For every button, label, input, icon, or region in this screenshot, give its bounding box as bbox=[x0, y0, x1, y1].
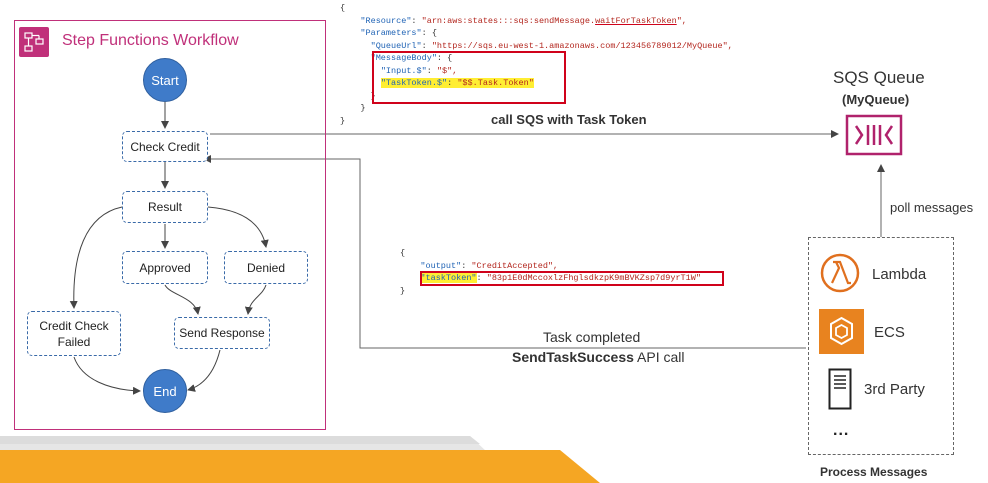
edge-result-failed bbox=[69, 206, 123, 309]
sqs-subtitle: (MyQueue) bbox=[842, 92, 910, 107]
credit-check-failed-line1: Credit Check bbox=[39, 318, 109, 333]
footer-band bbox=[0, 436, 600, 483]
edge-result-denied bbox=[207, 206, 269, 248]
third-party-server-icon bbox=[828, 368, 852, 410]
ecs-label: ECS bbox=[874, 324, 905, 341]
step-functions-icon bbox=[19, 27, 49, 57]
result-node: Result bbox=[122, 191, 208, 223]
message-body-highlight bbox=[372, 51, 566, 104]
start-node: Start bbox=[143, 58, 187, 102]
edge-failed-end bbox=[73, 356, 141, 395]
code-block-top: { "Resource": "arn:aws:states:::sqs:send… bbox=[340, 3, 733, 126]
process-messages-label: Process Messages bbox=[820, 465, 928, 479]
code-block-bottom: { "output": "CreditAccepted", "taskToken… bbox=[400, 248, 701, 296]
denied-node: Denied bbox=[224, 251, 308, 284]
check-credit-node: Check Credit bbox=[122, 131, 208, 162]
task-completed-label: Task completed bbox=[543, 329, 641, 345]
edge-approved-send bbox=[164, 284, 201, 315]
send-response-node: Send Response bbox=[174, 317, 270, 349]
sqs-queue-icon bbox=[845, 114, 903, 156]
lambda-icon bbox=[820, 253, 860, 293]
edge-send-end bbox=[187, 349, 221, 392]
sqs-title: SQS Queue bbox=[833, 68, 925, 87]
credit-check-failed-line2: Failed bbox=[57, 334, 91, 349]
process-messages-frame bbox=[808, 237, 954, 455]
send-task-success-label: SendTaskSuccess API call bbox=[512, 349, 685, 365]
task-token-highlight bbox=[420, 271, 724, 286]
more-services-ellipsis: ... bbox=[833, 422, 850, 439]
lambda-label: Lambda bbox=[872, 266, 927, 283]
third-party-label: 3rd Party bbox=[864, 381, 925, 398]
poll-messages-label: poll messages bbox=[890, 200, 974, 215]
workflow-title: Step Functions Workflow bbox=[62, 32, 239, 49]
credit-check-failed-node: Credit Check Failed bbox=[27, 311, 121, 356]
ecs-icon bbox=[819, 309, 864, 354]
approved-node: Approved bbox=[122, 251, 208, 284]
call-sqs-label: call SQS with Task Token bbox=[491, 112, 647, 127]
edge-success-to-check bbox=[203, 155, 806, 349]
edge-denied-send bbox=[244, 284, 267, 315]
end-node: End bbox=[143, 369, 187, 413]
workflow-frame bbox=[14, 20, 326, 430]
